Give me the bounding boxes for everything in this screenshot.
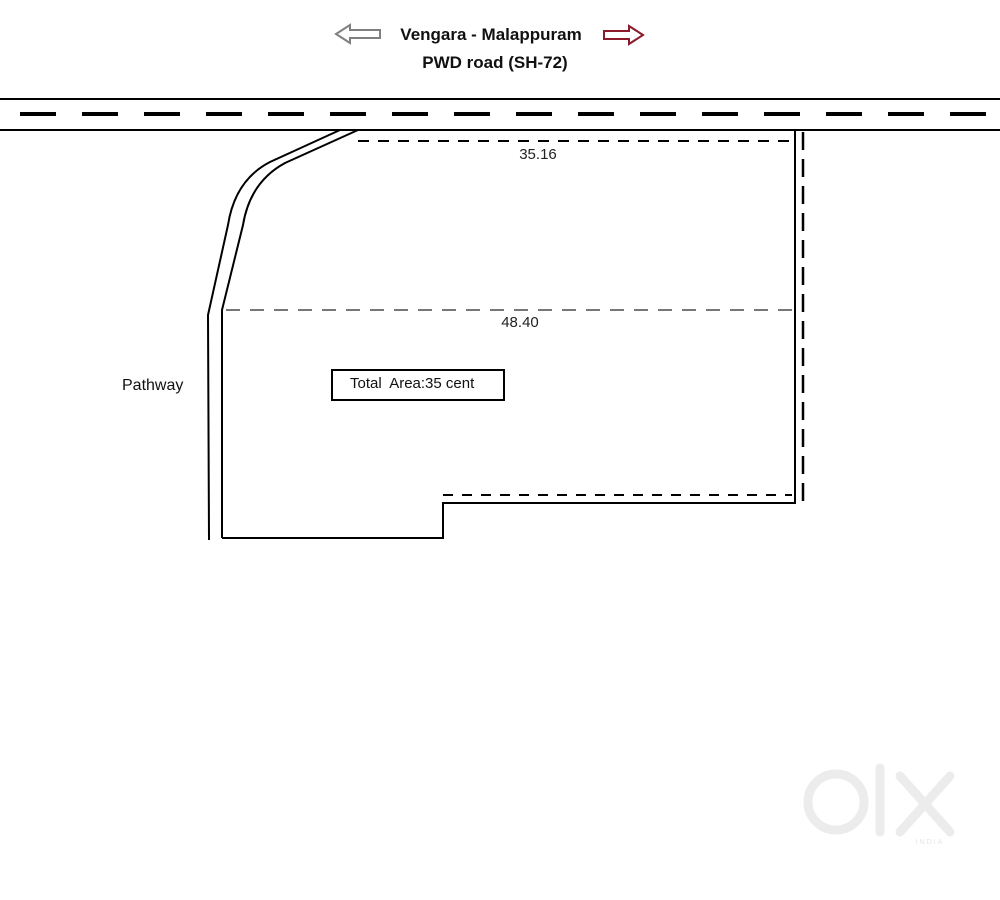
middle-dimension-label: 48.40 xyxy=(501,314,539,331)
olx-watermark xyxy=(803,763,955,837)
pathway-outer-edge xyxy=(206,129,341,541)
pathway-inner-edge xyxy=(221,129,359,538)
arrow-right-outline-icon xyxy=(603,24,645,46)
road-name: Vengara - Malappuram xyxy=(400,25,581,44)
road-type: PWD road (SH-72) xyxy=(422,53,567,72)
front-dimension-label: 35.16 xyxy=(519,146,557,163)
plot-boundary xyxy=(222,130,796,539)
pathway-label: Pathway xyxy=(122,377,183,394)
arrow-left-outline-icon xyxy=(334,23,381,45)
area-box xyxy=(331,369,505,401)
area-label: Total Area:35 cent xyxy=(350,375,475,392)
watermark-sub: INDIA xyxy=(916,839,945,846)
